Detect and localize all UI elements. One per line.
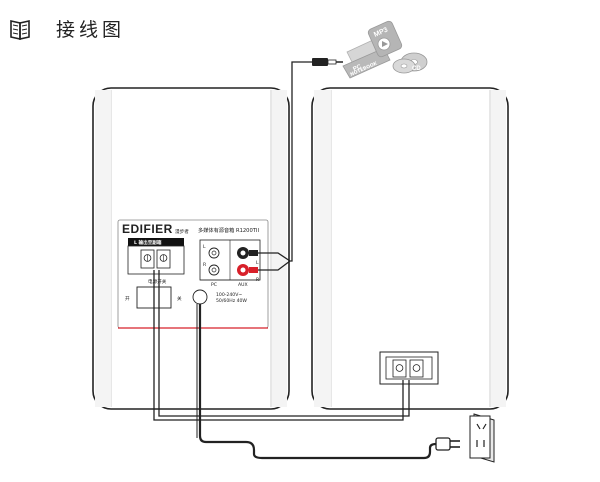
- power-switch-label: 电源开关: [148, 278, 167, 285]
- input-aux-label: AUX: [238, 282, 248, 288]
- input-l-label: L: [203, 244, 206, 250]
- brand-logo: EDIFIER: [122, 222, 173, 236]
- audio-input-jacks[interactable]: L R L R: [199, 239, 261, 283]
- page-title: 接线图: [56, 19, 125, 41]
- power-plug-icon: [435, 437, 460, 451]
- switch-on-label: 开: [125, 296, 130, 302]
- switch-off-label: 关: [177, 295, 182, 302]
- input-l-side-label: L: [256, 260, 259, 266]
- right-speaker-terminal[interactable]: [379, 351, 439, 385]
- speaker-cable: [153, 270, 410, 421]
- power-outlet-icon: [469, 413, 495, 463]
- brand-cn-label: 漫步者: [175, 228, 189, 235]
- voltage-label-2: 50/60Hz 40W: [216, 298, 247, 304]
- right-speaker: [311, 87, 509, 410]
- input-r-label: R: [203, 262, 207, 268]
- ac-inlet[interactable]: [192, 289, 208, 305]
- mp3-pc-cd-devices-icon: PC NOTEBOOK MP3 CD DVD: [342, 20, 428, 79]
- speaker-out-label: L 输出至副箱: [134, 239, 162, 246]
- model-label: 多媒体有源音箱 R1200TII: [198, 226, 259, 234]
- input-pc-label: PC: [211, 282, 217, 288]
- rear-panel: EDIFIER 漫步者 多媒体有源音箱 R1200TII L 输出至副箱 L R: [117, 219, 269, 329]
- audio-cable: [258, 61, 312, 271]
- voltage-label-1: 100-240V~: [216, 292, 242, 298]
- power-cord: [198, 304, 446, 460]
- 3.5mm-audio-plug-icon: [312, 58, 343, 66]
- open-book-icon: [10, 20, 30, 40]
- cd-label: CD: [412, 66, 421, 72]
- dvd-label: DVD: [413, 72, 424, 78]
- speaker-out-terminal[interactable]: [140, 249, 171, 269]
- pc-label: PC: [352, 64, 363, 73]
